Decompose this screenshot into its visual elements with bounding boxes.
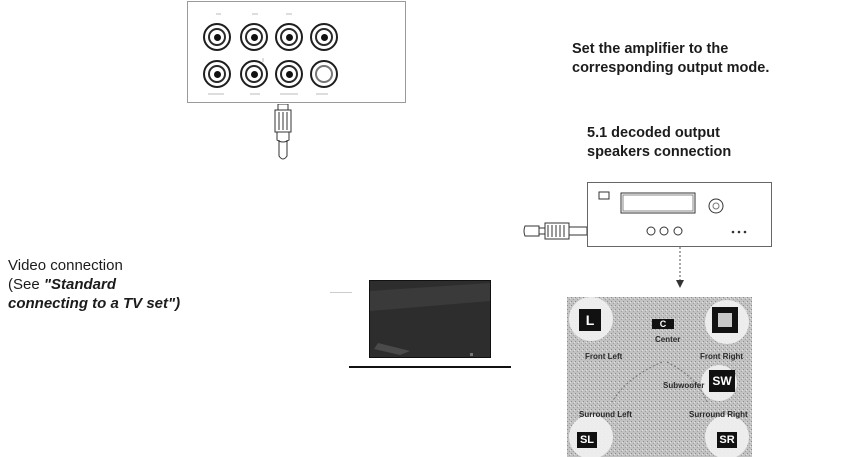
video-connection-reference-start: "Standard: [43, 276, 116, 293]
coaxial-jack-icon: [310, 60, 338, 88]
front-right-speaker-icon: [712, 307, 738, 333]
instruction-line-1: Set the amplifier to the: [572, 41, 729, 57]
subwoofer-label: Subwoofer: [663, 381, 705, 390]
section-title-line-1: 5.1 decoded output: [587, 125, 720, 141]
section-title-line-2: speakers connection: [587, 144, 732, 160]
front-left-label: Front Left: [585, 352, 623, 361]
panel-markings-icon: [208, 13, 328, 95]
amp-cable-plug-icon: [523, 222, 588, 240]
section-title: 5.1 decoded output speakers connection: [587, 124, 837, 162]
rca-jack-icon: [203, 23, 231, 51]
video-connection-line-3: connecting to a TV set"): [8, 295, 181, 312]
video-connection-line-2: (See "Standard: [8, 275, 268, 294]
surround-right-speaker-icon: SR: [717, 432, 737, 448]
surround-left-label: Surround Left: [579, 410, 632, 419]
front-right-label: Front Right: [700, 352, 744, 361]
surround-left-speaker-icon: SL: [577, 432, 597, 448]
rca-jack-icon: [203, 60, 231, 88]
tv-stand-icon: [349, 366, 511, 368]
video-connection-line-1: Video connection: [8, 257, 123, 274]
connection-arrow-icon: [676, 247, 684, 288]
rca-jack-icon: [310, 23, 338, 51]
video-connection-prefix: (See: [8, 276, 44, 293]
amplifier-illustration: [587, 182, 772, 247]
tv-speckle-icon: [330, 292, 352, 293]
rca-jack-icon: [240, 60, 268, 88]
rca-jack-icon: [275, 23, 303, 51]
instruction-line-2: corresponding output mode.: [572, 60, 770, 76]
front-left-speaker-icon: L: [579, 309, 601, 331]
subwoofer-speaker-icon: SW: [709, 370, 735, 392]
rca-jack-icon: [240, 23, 268, 51]
video-connection-note: Video connection (See "Standard connecti…: [8, 256, 268, 313]
center-label: Center: [655, 335, 681, 344]
audio-cable-plug-icon: [274, 104, 292, 160]
amplifier-instruction: Set the amplifier to the corresponding o…: [572, 40, 842, 78]
rca-jack-icon: [275, 60, 303, 88]
tv-screen-icon: [369, 280, 491, 358]
center-speaker-icon: C: [652, 319, 674, 329]
player-rear-panel: [187, 1, 406, 103]
speaker-layout-panel: L Front Left C Center Front Right SW Sub…: [567, 297, 752, 457]
surround-right-label: Surround Right: [689, 410, 748, 419]
amplifier-front-icon: [598, 191, 747, 236]
